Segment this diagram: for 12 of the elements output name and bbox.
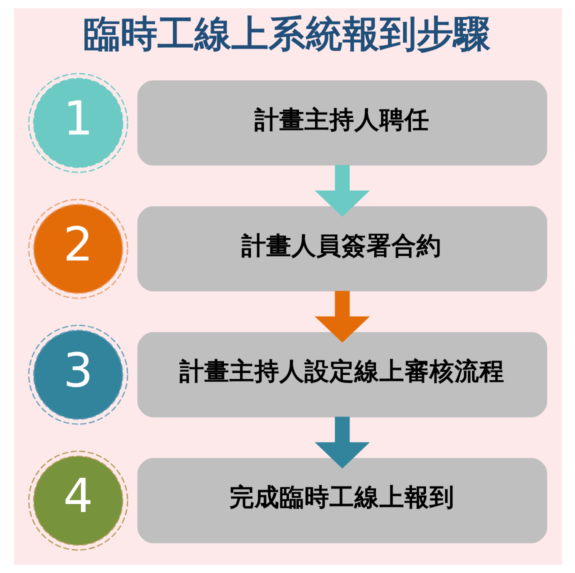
node-circle: 2 bbox=[28, 198, 128, 299]
diagram-title: 臨時工線上系統報到步驟 bbox=[83, 12, 490, 56]
arrow bbox=[314, 290, 370, 343]
node-circle: 4 bbox=[28, 450, 128, 551]
node-box: 計畫人員簽署合約 bbox=[136, 206, 547, 292]
node-circle: 1 bbox=[28, 72, 128, 173]
arrow bbox=[314, 416, 370, 468]
node-box: 計畫主持人設定線上審核流程 bbox=[136, 332, 547, 418]
node-circle: 3 bbox=[28, 324, 128, 425]
arrow bbox=[314, 164, 370, 217]
node-box: 計畫主持人聘任 bbox=[136, 80, 547, 166]
node-box: 完成臨時工線上報到 bbox=[136, 458, 547, 544]
